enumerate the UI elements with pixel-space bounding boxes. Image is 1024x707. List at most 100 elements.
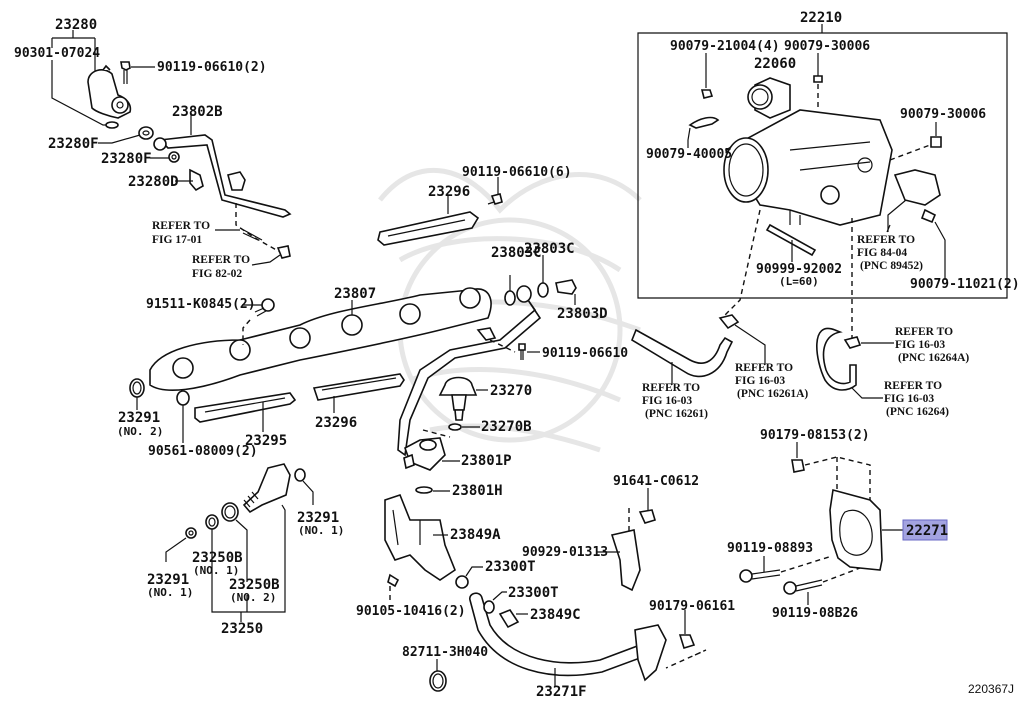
- label-23801H[interactable]: 23801H: [452, 483, 503, 499]
- label-23849A[interactable]: 23849A: [450, 527, 501, 543]
- refer-text: REFER TO: [735, 362, 793, 374]
- label-23280F-1[interactable]: 23280F: [48, 136, 99, 152]
- label-23802B[interactable]: 23802B: [172, 104, 223, 120]
- label-90999-92002[interactable]: 90999-92002: [756, 262, 842, 277]
- label-91641-C0612[interactable]: 91641-C0612: [613, 474, 699, 489]
- part-23802B-fuel-pipe: [98, 113, 292, 218]
- part-23271F-fuel-hose: [429, 566, 667, 692]
- part-22210-throttle-body-box: [637, 24, 1008, 340]
- label-90179-08153-2[interactable]: 90179-08153(2): [760, 428, 870, 443]
- refer-fig: FIG 16-03: [735, 375, 785, 387]
- label-23296-upper[interactable]: 23296: [428, 184, 470, 200]
- label-90079-40005[interactable]: 90079-40005: [646, 147, 732, 162]
- refer-text: REFER TO: [152, 220, 210, 232]
- label-90119-06610-6[interactable]: 90119-06610(6): [462, 165, 572, 180]
- highlight-box: [902, 519, 948, 541]
- refer-text: REFER TO: [642, 382, 700, 394]
- part-23250-injector: [165, 463, 314, 622]
- label-no1-b: (NO. 1): [193, 564, 239, 577]
- refer-fig-17-01[interactable]: REFER TO FIG 17-01: [152, 220, 210, 246]
- label-no1-right: (NO. 1): [298, 524, 344, 537]
- refer-pnc: (PNC 16261): [645, 408, 708, 420]
- refer-fig: FIG 16-03: [895, 339, 945, 351]
- refer-fig: FIG 84-04: [857, 247, 907, 259]
- label-23270[interactable]: 23270: [490, 383, 532, 399]
- label-23280[interactable]: 23280: [55, 17, 97, 33]
- refer-fig: FIG 16-03: [642, 395, 692, 407]
- refer-fig-16-03-pnc-16261A[interactable]: REFER TO FIG 16-03 (PNC 16261A): [735, 362, 808, 400]
- refer-fig-84-04[interactable]: REFER TO FIG 84-04 (PNC 89452): [857, 234, 923, 272]
- label-23250B-no1[interactable]: 23250B: [192, 550, 243, 566]
- label-23291-no2[interactable]: 23291: [118, 410, 160, 426]
- label-90079-21004-4[interactable]: 90079-21004(4): [670, 39, 780, 54]
- label-23291-no1-left[interactable]: 23291: [147, 572, 189, 588]
- label-23270B[interactable]: 23270B: [481, 419, 532, 435]
- label-22271: 22271: [906, 523, 948, 539]
- part-23280-group: [51, 30, 155, 129]
- figure-id: 220367J: [968, 682, 1014, 696]
- refer-fig: FIG 16-03: [884, 393, 934, 405]
- highlighted-part-22271[interactable]: 22271: [902, 519, 948, 541]
- label-90079-30006-2[interactable]: 90079-30006: [900, 107, 986, 122]
- label-23300T-1[interactable]: 23300T: [485, 559, 536, 575]
- part-23270-pulsation-damper: [415, 376, 488, 494]
- label-90119-08B26[interactable]: 90119-08B26: [772, 606, 858, 621]
- label-23250B-no2[interactable]: 23250B: [229, 577, 280, 593]
- label-no2-b: (NO. 2): [230, 591, 276, 604]
- label-23849C[interactable]: 23849C: [530, 607, 581, 623]
- label-23296-lower[interactable]: 23296: [315, 415, 357, 431]
- refer-pnc: (PNC 16264A): [898, 352, 969, 364]
- label-23271F[interactable]: 23271F: [536, 684, 587, 700]
- refer-text: REFER TO: [857, 234, 915, 246]
- water-bypass-hoses: [631, 314, 894, 399]
- label-90119-06610[interactable]: 90119-06610: [542, 346, 628, 361]
- refer-pnc: (PNC 16264): [886, 406, 949, 418]
- label-23803C-2[interactable]: 23803C: [524, 241, 575, 257]
- refer-pnc: (PNC 89452): [860, 260, 923, 272]
- label-23280D[interactable]: 23280D: [128, 174, 179, 190]
- label-82711-3H040[interactable]: 82711-3H040: [402, 645, 488, 660]
- part-23801P-fuel-pipe: [397, 255, 577, 471]
- label-90561-08009-2[interactable]: 90561-08009(2): [148, 444, 258, 459]
- label-no2-a: (NO. 2): [117, 425, 163, 438]
- part-23296-insulator-upper: [377, 177, 503, 246]
- refer-fig-82-02[interactable]: REFER TO FIG 82-02: [192, 254, 250, 280]
- part-23849A-bracket: [384, 494, 456, 603]
- label-23280F-2[interactable]: 23280F: [101, 151, 152, 167]
- label-23801P[interactable]: 23801P: [461, 453, 512, 469]
- label-90079-30006-1[interactable]: 90079-30006: [784, 39, 870, 54]
- label-no1-left: (NO. 1): [147, 586, 193, 599]
- refer-fig-16-03-pnc-16261[interactable]: REFER TO FIG 16-03 (PNC 16261): [642, 382, 708, 420]
- refer-fig-16-03-pnc-16264A[interactable]: REFER TO FIG 16-03 (PNC 16264A): [895, 326, 969, 364]
- label-l60: (L=60): [779, 275, 819, 288]
- label-90105-10416-2[interactable]: 90105-10416(2): [356, 604, 466, 619]
- part-23807-delivery-pipe: [149, 287, 492, 391]
- refer-fig-16-03-pnc-16264[interactable]: REFER TO FIG 16-03 (PNC 16264): [884, 380, 949, 418]
- refer-text: REFER TO: [895, 326, 953, 338]
- left-seals-insulators: [129, 373, 405, 443]
- part-22271-gasket: [739, 442, 903, 605]
- refer-fig: FIG 82-02: [192, 268, 242, 280]
- label-23295[interactable]: 23295: [245, 433, 287, 449]
- label-90179-06161[interactable]: 90179-06161: [649, 599, 735, 614]
- refer-arrows-17-01-82-02: [215, 203, 291, 266]
- label-91511-K0845-2[interactable]: 91511-K0845(2): [146, 297, 256, 312]
- label-90929-01313[interactable]: 90929-01313: [522, 545, 608, 560]
- label-23803D[interactable]: 23803D: [557, 306, 608, 322]
- label-90301-07024[interactable]: 90301-07024: [14, 46, 100, 61]
- label-22060[interactable]: 22060: [754, 56, 796, 72]
- refer-text: REFER TO: [192, 254, 250, 266]
- label-23803C-1[interactable]: 23803C: [491, 245, 542, 261]
- refer-text: REFER TO: [884, 380, 942, 392]
- label-22210[interactable]: 22210: [800, 10, 842, 26]
- part-90929-bracket: [596, 488, 707, 669]
- label-90079-11021-2[interactable]: 90079-11021(2): [910, 277, 1020, 292]
- label-23300T-2[interactable]: 23300T: [508, 585, 559, 601]
- label-23291-no1-right[interactable]: 23291: [297, 510, 339, 526]
- refer-pnc: (PNC 16261A): [737, 388, 808, 400]
- label-23250[interactable]: 23250: [221, 621, 263, 637]
- label-90119-08893[interactable]: 90119-08893: [727, 541, 813, 556]
- label-90119-06610-2[interactable]: 90119-06610(2): [157, 60, 267, 75]
- label-23807[interactable]: 23807: [334, 286, 376, 302]
